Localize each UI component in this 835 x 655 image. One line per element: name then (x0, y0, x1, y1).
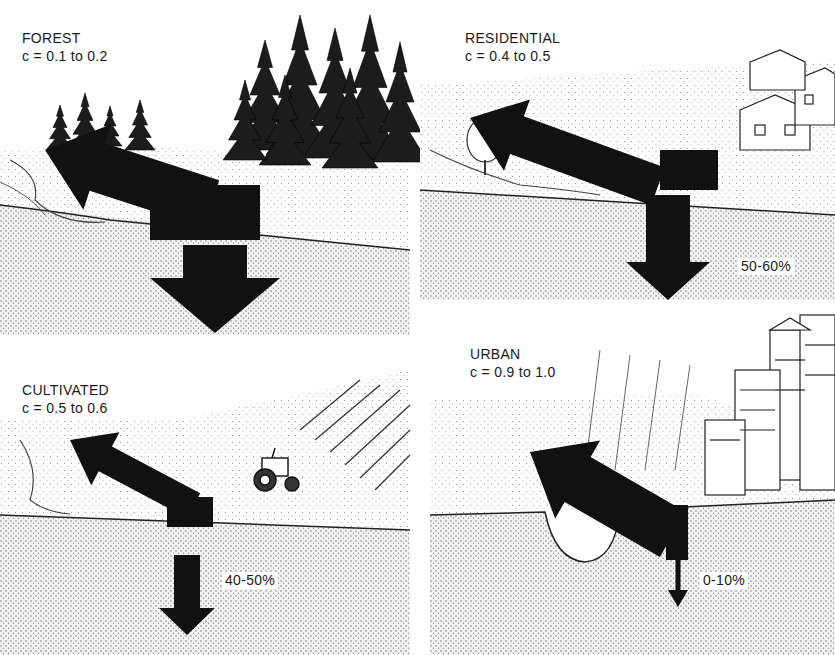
land-use-label: CULTIVATED (22, 382, 109, 399)
conifer-tree (259, 75, 311, 165)
land-use-label: FOREST (22, 30, 81, 47)
conifer-tree (372, 42, 428, 162)
cultivated-ground (0, 370, 410, 655)
flow-arrows (31, 82, 718, 635)
runoff-coefficient: c = 0.1 to 0.2 (22, 48, 108, 65)
conifer-tree (223, 80, 267, 160)
conifer-tree (322, 68, 378, 168)
conifer-tree (125, 100, 155, 150)
land-use-label: RESIDENTIAL (465, 30, 560, 47)
land-use-label: URBAN (470, 346, 521, 363)
runoff-coefficient: c = 0.4 to 0.5 (465, 48, 551, 65)
infiltration-percent: 0-10% (700, 572, 748, 589)
infiltration-percent: 40-50% (222, 572, 278, 589)
infiltration-percent: 50-60% (738, 258, 794, 275)
runoff-coefficient: c = 0.5 to 0.6 (22, 400, 108, 417)
runoff-coefficient: c = 0.9 to 1.0 (470, 364, 556, 381)
residential-ground (420, 50, 835, 300)
urban-ground (430, 315, 835, 655)
